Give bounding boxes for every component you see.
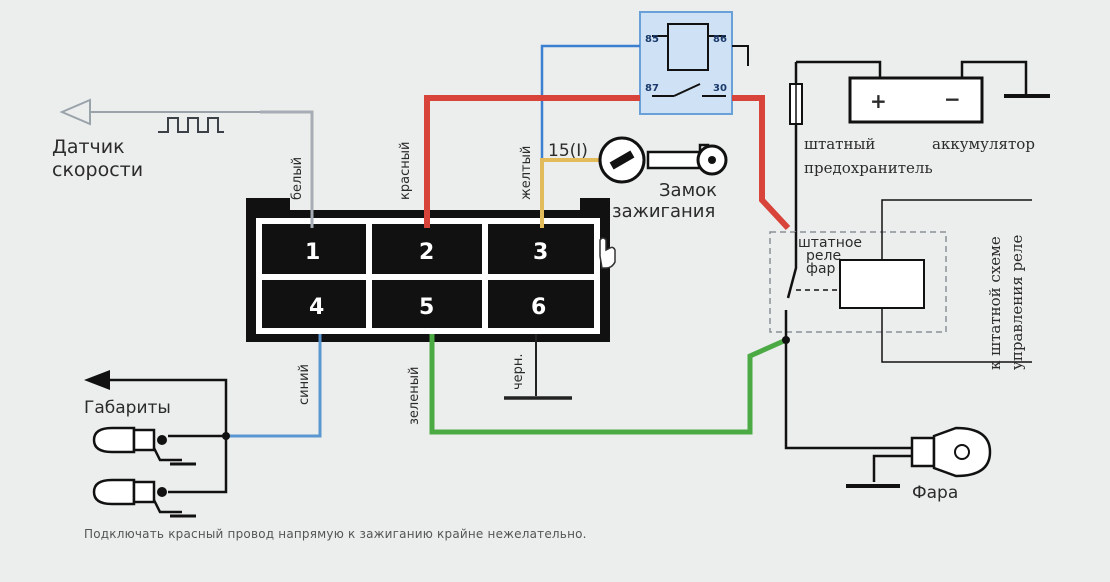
red-wire-relay-out [732,95,791,231]
headlight: Фара [784,340,992,503]
green-wire [429,334,788,435]
pin-1-number: 1 [305,240,320,265]
blue-wire [228,334,322,438]
stock-relay-switch-icon [784,232,798,340]
white-wire-label: белый [290,157,305,200]
relay-pin-86: 86 [713,34,727,45]
stock-relay: штатное реле фар к штатной схеме управле… [769,199,1032,370]
pin-6-number: 6 [531,295,546,320]
stock-fuse-label-line2: предохранитель [804,159,933,177]
parking-lights-label: Габариты [84,398,171,418]
blue-wire-label: синий [297,364,312,405]
white-wire [260,110,314,228]
bulb-icon [92,426,182,462]
relay-pin-30: 30 [713,83,727,94]
stock-relay-label-line1: штатное [798,235,862,251]
stock-fuse-label-line1: штатный [804,135,875,153]
pin-5-number: 5 [419,295,434,320]
speed-sensor-arrow-icon [59,98,91,126]
relay-control-label-line2: управления реле [1008,235,1026,370]
black-wire-label: черн. [511,353,526,390]
connector-pin-5 [372,280,482,328]
yellow-wire-label: желтый [519,146,534,200]
headlight-bulb-icon [910,426,992,478]
relay-switch-icon [652,83,726,97]
stock-relay-outline [769,231,947,333]
parking-lights-arrow-icon [84,370,110,390]
ignition-lock-label-line1: Замок [659,180,717,201]
stock-relay-label-line3: фар [806,261,836,277]
speed-sensor: Датчик скорости [52,98,260,181]
ignition-terminal-label: 15(I) [548,141,588,161]
connector-pin-1 [262,224,366,274]
relay-pin-85: 85 [645,34,659,45]
aux-relay: 85 86 87 30 [639,11,733,115]
pin-3-number: 3 [533,240,548,265]
relay-85-blue-wire [540,44,640,160]
relay-86-ground-wire [732,45,749,66]
connector-pin-6 [488,280,594,328]
battery-label: аккумулятор [932,135,1035,153]
headlight-label: Фара [912,483,958,503]
relay-box [639,11,733,115]
relay-coil-icon [667,23,709,71]
footnote: Подключать красный провод напрямую к заж… [84,527,587,541]
ignition-lock: Замок зажигания [598,136,728,222]
connector: 1 2 3 4 5 6 [246,198,610,342]
pin-2-number: 2 [419,240,434,265]
battery: + − аккумулятор [796,60,1050,153]
battery-plus: + [870,89,887,113]
red-wire [424,95,640,228]
pulse-signal-icon [158,117,224,133]
stock-relay-label-line2: реле [806,248,841,264]
speed-sensor-label-line1: Датчик [52,136,125,158]
battery-icon [848,76,984,124]
hand-cursor-icon [599,237,616,269]
ignition-lock-label-line2: зажигания [612,201,715,222]
relay-control-label-line1: к штатной схеме [986,236,1004,370]
yellow-wire [540,158,600,228]
speed-sensor-label-line2: скорости [52,159,143,181]
pin-4-number: 4 [309,295,324,320]
green-wire-label: зеленый [407,367,422,425]
connector-pin-3 [488,224,594,274]
connector-pin-4 [262,280,366,328]
battery-minus: − [944,87,961,111]
relay-pin-87: 87 [645,83,659,94]
red-wire-label: красный [398,142,413,200]
parking-lights: Габариты [84,370,230,518]
connector-pin-2 [372,224,482,274]
stock-relay-coil-icon [839,259,925,309]
bulb-icon [92,478,182,514]
